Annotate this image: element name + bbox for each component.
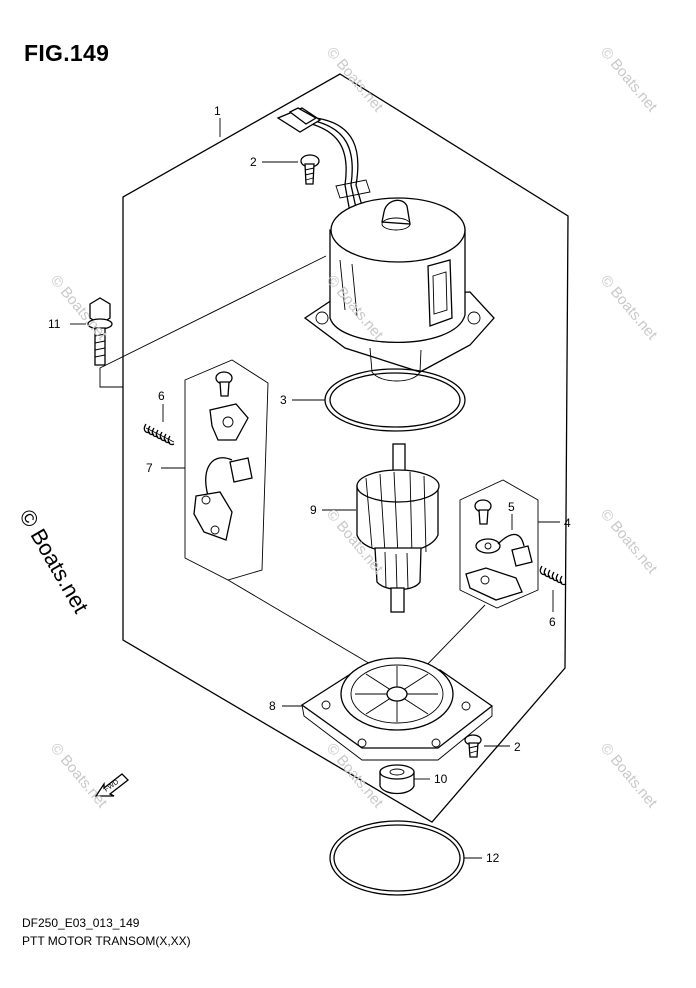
bolt-guide-line [99,255,327,388]
end-plate [300,657,494,761]
callout-leaders [70,118,560,859]
guide-line-left [227,579,373,666]
spring-6-left [143,423,175,446]
assembly-outline [122,73,569,823]
callout-8: 8 [269,699,276,713]
group-box-4 [459,479,539,609]
group-box-7 [184,359,269,581]
spring-6-right [539,565,567,586]
callout-10: 10 [434,772,448,786]
screw-2-top [300,154,320,185]
screw-2-bottom [464,734,482,758]
bushing [379,764,415,795]
callout-3: 3 [280,393,287,407]
callout-12: 12 [486,851,500,865]
figure-code: DF250_E03_013_149 [22,916,140,930]
callout-6-left: 6 [158,389,165,403]
figure-description: PTT MOTOR TRANSOM(X,XX) [22,934,191,948]
o-ring-12-inner [333,824,461,892]
callout-1: 1 [214,104,221,118]
callout-4: 4 [564,516,571,530]
o-ring-3-inner [329,372,461,428]
brush-holder-7 [193,371,253,541]
o-ring-12 [329,820,465,896]
callout-6-right: 6 [549,615,556,629]
o-ring-3 [324,368,466,432]
callout-5: 5 [508,500,515,514]
brush-holder-4 [465,499,533,601]
armature [356,443,440,613]
motor-housing [276,107,495,382]
callout-9: 9 [310,503,317,517]
guide-line-right [419,604,486,673]
callout-2-top: 2 [250,155,257,169]
callout-11: 11 [48,317,61,331]
bolt-11 [87,297,113,366]
callout-7: 7 [146,461,153,475]
callout-2-bottom: 2 [514,740,521,754]
figure-title: FIG.149 [24,40,110,66]
